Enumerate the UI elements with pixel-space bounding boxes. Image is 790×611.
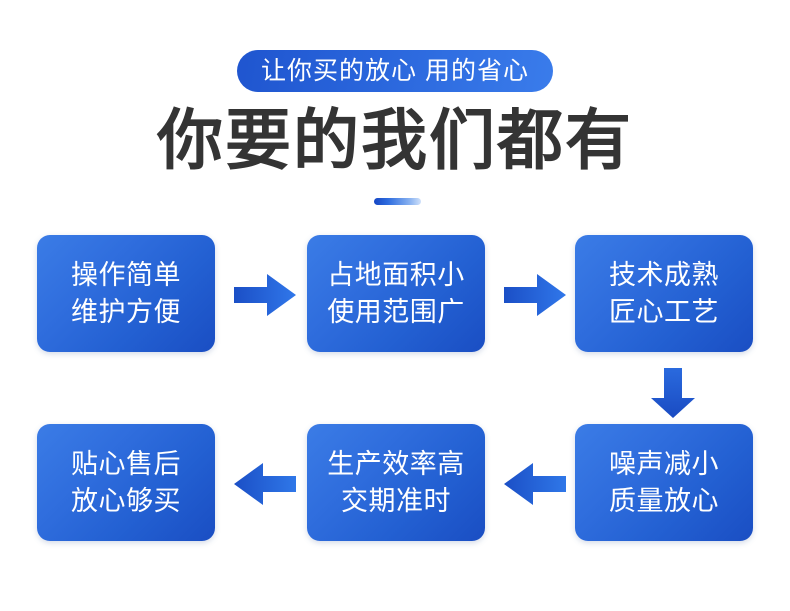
feature-box-4-line-1: 噪声减小 <box>609 448 719 479</box>
feature-box-6: 贴心售后 放心够买 <box>37 424 215 541</box>
feature-box-1: 操作简单 维护方便 <box>37 235 215 352</box>
feature-box-2: 占地面积小 使用范围广 <box>307 235 485 352</box>
feature-box-1-line-2: 维护方便 <box>71 296 181 327</box>
arrow-left-icon <box>504 461 566 507</box>
arrow-right-icon <box>234 272 296 318</box>
arrow-right-icon <box>504 272 566 318</box>
feature-box-2-line-2: 使用范围广 <box>327 296 465 327</box>
feature-box-6-line-1: 贴心售后 <box>71 448 181 479</box>
feature-box-5: 生产效率高 交期准时 <box>307 424 485 541</box>
feature-box-4-line-2: 质量放心 <box>609 485 719 516</box>
feature-box-3-line-1: 技术成熟 <box>609 259 719 290</box>
feature-box-5-line-2: 交期准时 <box>341 485 451 516</box>
title-divider <box>374 198 421 205</box>
feature-box-3-line-2: 匠心工艺 <box>609 296 719 327</box>
feature-box-5-line-1: 生产效率高 <box>327 448 465 479</box>
feature-box-6-line-2: 放心够买 <box>71 485 181 516</box>
feature-box-2-line-1: 占地面积小 <box>327 259 465 290</box>
arrow-left-icon <box>234 461 296 507</box>
arrow-down-icon <box>650 368 696 418</box>
feature-box-3: 技术成熟 匠心工艺 <box>575 235 753 352</box>
feature-box-1-line-1: 操作简单 <box>71 259 181 290</box>
tagline-badge: 让你买的放心 用的省心 <box>237 50 553 92</box>
page-title: 你要的我们都有 <box>157 103 633 177</box>
tagline-badge-text: 让你买的放心 用的省心 <box>261 56 529 85</box>
feature-box-4: 噪声减小 质量放心 <box>575 424 753 541</box>
